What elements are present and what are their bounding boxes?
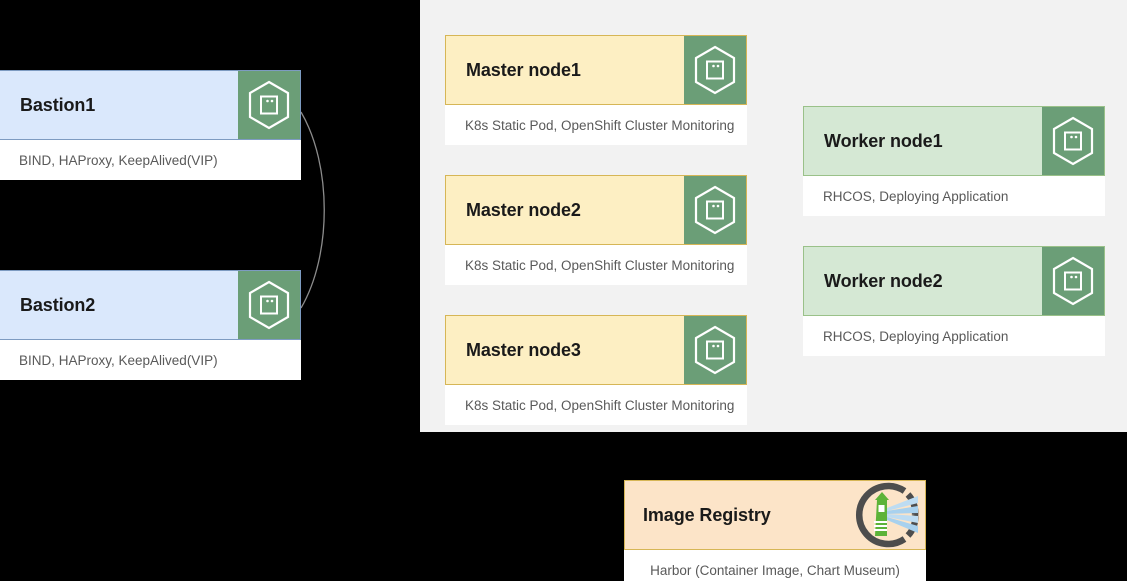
node-title-worker-node1: Worker node1 <box>824 130 943 151</box>
node-card-worker-node2[interactable]: Worker node2 RHCOS, Deploying Applicatio… <box>803 246 1105 356</box>
node-subtitle-worker-node1: RHCOS, Deploying Application <box>803 176 1105 216</box>
node-subtitle-bastion1: BIND, HAProxy, KeepAlived(VIP) <box>0 140 301 180</box>
node-subtitle-image-registry: Harbor (Container Image, Chart Museum) <box>624 550 926 581</box>
vm-hexagon-icon <box>684 36 746 104</box>
node-title-bastion1: Bastion1 <box>20 94 96 115</box>
node-subtitle-master-node3: K8s Static Pod, OpenShift Cluster Monito… <box>445 385 747 425</box>
node-subtitle-bastion2: BIND, HAProxy, KeepAlived(VIP) <box>0 340 301 380</box>
node-header-master-node3: Master node3 <box>445 315 747 385</box>
vm-hexagon-icon <box>684 316 746 384</box>
node-card-image-registry[interactable]: Image Registry <box>624 480 926 581</box>
node-subtitle-master-node2: K8s Static Pod, OpenShift Cluster Monito… <box>445 245 747 285</box>
node-title-worker-node2: Worker node2 <box>824 270 943 291</box>
node-title-master-node3: Master node3 <box>466 339 581 360</box>
node-title-master-node1: Master node1 <box>466 59 581 80</box>
node-title-master-node2: Master node2 <box>466 199 581 220</box>
node-card-worker-node1[interactable]: Worker node1 RHCOS, Deploying Applicatio… <box>803 106 1105 216</box>
node-title-bastion2: Bastion2 <box>20 294 96 315</box>
vm-hexagon-icon <box>1042 247 1104 315</box>
node-card-master-node1[interactable]: Master node1 K8s Static Pod, OpenShift C… <box>445 35 747 145</box>
node-card-bastion1[interactable]: Bastion1 BIND, HAProxy, KeepAlived(VIP) <box>0 70 301 180</box>
node-header-worker-node2: Worker node2 <box>803 246 1105 316</box>
node-subtitle-master-node1: K8s Static Pod, OpenShift Cluster Monito… <box>445 105 747 145</box>
node-card-master-node3[interactable]: Master node3 K8s Static Pod, OpenShift C… <box>445 315 747 425</box>
node-header-worker-node1: Worker node1 <box>803 106 1105 176</box>
node-header-master-node1: Master node1 <box>445 35 747 105</box>
vm-hexagon-icon <box>1042 107 1104 175</box>
node-header-master-node2: Master node2 <box>445 175 747 245</box>
node-card-master-node2[interactable]: Master node2 K8s Static Pod, OpenShift C… <box>445 175 747 285</box>
vm-hexagon-icon <box>238 271 300 339</box>
harbor-lighthouse-logo <box>847 481 925 549</box>
vm-hexagon-icon <box>238 71 300 139</box>
node-header-image-registry: Image Registry <box>624 480 926 550</box>
node-card-bastion2[interactable]: Bastion2 BIND, HAProxy, KeepAlived(VIP) <box>0 270 301 380</box>
node-header-bastion1: Bastion1 <box>0 70 301 140</box>
node-subtitle-worker-node2: RHCOS, Deploying Application <box>803 316 1105 356</box>
vm-hexagon-icon <box>684 176 746 244</box>
node-title-image-registry: Image Registry <box>643 504 771 525</box>
node-header-bastion2: Bastion2 <box>0 270 301 340</box>
